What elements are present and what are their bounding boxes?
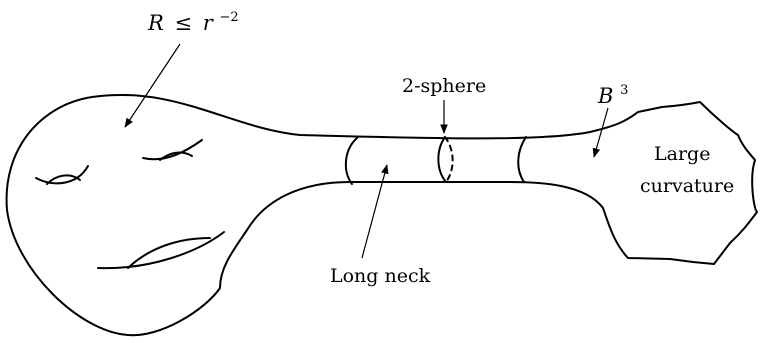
handle-2: [142, 139, 203, 161]
arrow-curvature-bound: [124, 43, 181, 128]
large-curvature-label-line2: curvature: [640, 175, 734, 197]
neck-section-right: [517, 136, 527, 183]
large-curvature-label-line1: Large: [654, 143, 710, 165]
handle-3: [97, 231, 225, 270]
handle-1: [35, 165, 89, 185]
neck-section-middle-dashed: [444, 136, 454, 183]
arrow-long-neck: [361, 164, 389, 259]
long-neck-label: Long neck: [330, 265, 431, 287]
ball-label: B 3: [597, 83, 628, 108]
two-sphere-label: 2-sphere: [402, 75, 486, 97]
arrow-ball: [592, 107, 609, 158]
neck-section-left: [344, 136, 359, 185]
curvature-bound-label: R ≤ r −2: [147, 10, 239, 35]
neck-section-middle: [437, 136, 447, 183]
manifold-outline: [5, 93, 758, 337]
